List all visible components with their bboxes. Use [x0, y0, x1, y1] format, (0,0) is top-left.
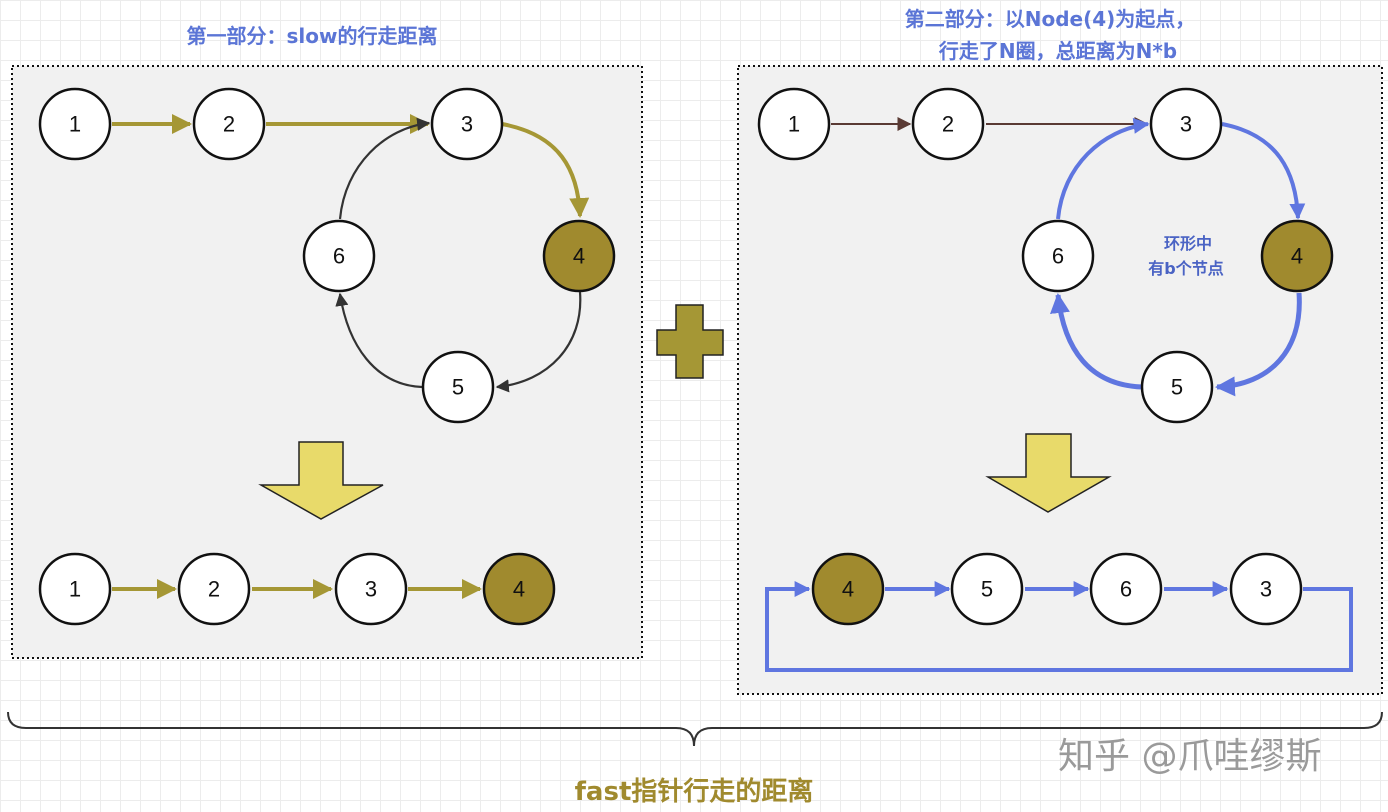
cycle-note-line2: 有b个节点	[1148, 259, 1223, 278]
left-panel-title: 第一部分：slow的行走距离	[187, 24, 438, 48]
edge-6-3	[338, 117, 431, 220]
node-5: 5	[421, 350, 495, 424]
left-panel: 1 2 3 4 5 6 1	[11, 65, 643, 659]
chain-node-4-highlight: 4	[482, 552, 556, 626]
brace-icon	[7, 711, 1383, 747]
svg-text:4: 4	[1291, 244, 1303, 269]
watermark-text: 知乎 @爪哇缪斯	[1058, 736, 1321, 777]
node-1: 1	[38, 87, 112, 161]
r-node-3: 3	[1149, 87, 1223, 161]
edge-4-5	[495, 291, 582, 393]
svg-text:6: 6	[1052, 244, 1064, 269]
bottom-label: fast指针行走的距离	[575, 776, 814, 807]
svg-text:3: 3	[461, 112, 473, 137]
svg-text:3: 3	[1260, 577, 1272, 602]
svg-text:5: 5	[981, 577, 993, 602]
r-down-arrow-icon	[985, 433, 1112, 513]
svg-text:4: 4	[573, 244, 585, 269]
edge-5-6	[335, 292, 423, 389]
node-2: 2	[192, 87, 266, 161]
chain-loop-back	[765, 581, 1353, 672]
r-node-1: 1	[757, 87, 831, 161]
r-chain-node-4-highlight: 4	[811, 552, 885, 626]
svg-text:2: 2	[208, 577, 220, 602]
r-node-4-highlight: 4	[1260, 219, 1334, 293]
cycle-note-line1: 环形中	[1164, 234, 1212, 253]
node-3: 3	[430, 87, 504, 161]
down-arrow-icon	[258, 441, 384, 520]
chain-node-3: 3	[334, 552, 408, 626]
r-edge-6-3	[1056, 117, 1150, 220]
right-panel-title-line1: 第二部分：以Node(4)为起点，	[905, 7, 1196, 31]
svg-text:3: 3	[365, 577, 377, 602]
svg-text:4: 4	[513, 577, 525, 602]
svg-text:3: 3	[1180, 112, 1192, 137]
svg-text:2: 2	[223, 112, 235, 137]
r-chain-node-3: 3	[1229, 552, 1303, 626]
svg-text:5: 5	[1171, 375, 1183, 400]
chain-node-2: 2	[177, 552, 251, 626]
r-chain-node-6: 6	[1089, 552, 1163, 626]
chain-node-1: 1	[38, 552, 112, 626]
r-edge-4-5	[1215, 292, 1302, 397]
svg-text:5: 5	[452, 375, 464, 400]
r-node-5: 5	[1140, 350, 1214, 424]
svg-text:1: 1	[788, 112, 800, 137]
right-panel-title-line2: 行走了N圈，总距离为N*b	[938, 39, 1177, 63]
svg-text:1: 1	[69, 577, 81, 602]
r-chain-node-5: 5	[950, 552, 1024, 626]
node-4-highlight: 4	[542, 219, 616, 293]
r-node-2: 2	[911, 87, 985, 161]
right-panel: 环形中 有b个节点 1 2 3 4 5 6	[737, 65, 1383, 695]
svg-text:2: 2	[942, 112, 954, 137]
edge-3-4	[501, 122, 590, 218]
svg-text:1: 1	[69, 112, 81, 137]
node-6: 6	[302, 219, 376, 293]
r-edge-3-4	[1221, 122, 1306, 220]
svg-text:6: 6	[333, 244, 345, 269]
svg-text:4: 4	[842, 577, 854, 602]
r-node-6: 6	[1021, 219, 1095, 293]
plus-icon	[656, 304, 724, 379]
r-edge-5-6	[1050, 293, 1143, 390]
svg-text:6: 6	[1120, 577, 1132, 602]
